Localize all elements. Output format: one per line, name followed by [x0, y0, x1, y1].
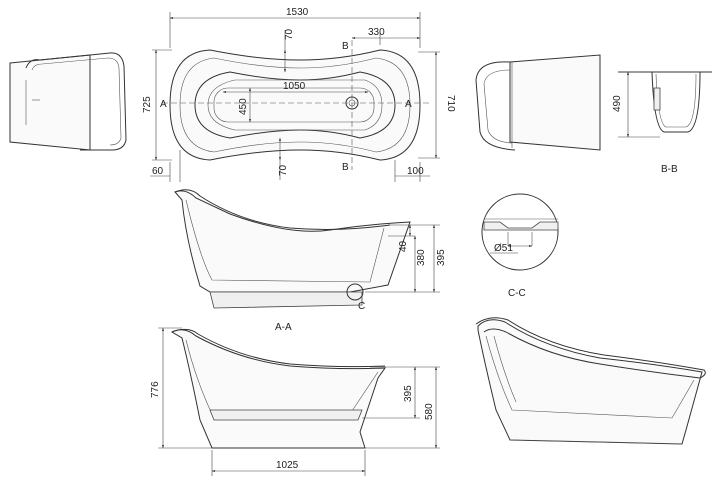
- dim-margin-right: 100: [407, 166, 424, 177]
- detail-c-mark: C: [358, 301, 365, 312]
- dim-inner-length: 1050: [283, 81, 306, 92]
- dim-diameter: Ø51: [494, 243, 513, 254]
- section-b-b: [618, 71, 712, 138]
- section-a-a: [174, 189, 440, 309]
- side-view: [158, 327, 440, 476]
- end-view-left: [9, 52, 127, 151]
- dim-length: 1530: [286, 7, 309, 18]
- detail-c-c: [481, 193, 559, 271]
- dim-margin-left: 60: [152, 166, 164, 177]
- dim-width: 725: [142, 96, 153, 113]
- dim-width-outer: 710: [445, 95, 456, 112]
- caption-cc: C-C: [508, 288, 526, 299]
- dim-395: 395: [436, 249, 447, 266]
- dim-rim-top: 70: [284, 28, 295, 40]
- dim-inner-width: 450: [238, 98, 249, 115]
- caption-aa: A-A: [275, 322, 292, 333]
- section-b-bottom: B: [342, 162, 349, 173]
- section-a-right: A: [405, 99, 412, 110]
- section-b-top: B: [342, 41, 349, 52]
- dim-40: 40: [398, 240, 409, 252]
- dim-330: 330: [368, 27, 385, 38]
- dim-rim-bottom: 70: [278, 164, 289, 176]
- dim-1025: 1025: [276, 460, 299, 471]
- section-a-left: A: [160, 99, 167, 110]
- dim-580: 580: [424, 403, 435, 420]
- perspective-view: [475, 317, 706, 445]
- dim-395-side: 395: [403, 385, 414, 402]
- caption-bb: B-B: [661, 164, 678, 175]
- end-view-right: [475, 54, 601, 151]
- dim-776: 776: [150, 381, 161, 398]
- dim-380: 380: [416, 249, 427, 266]
- dim-height-bb: 490: [612, 95, 623, 112]
- top-view: [150, 12, 440, 182]
